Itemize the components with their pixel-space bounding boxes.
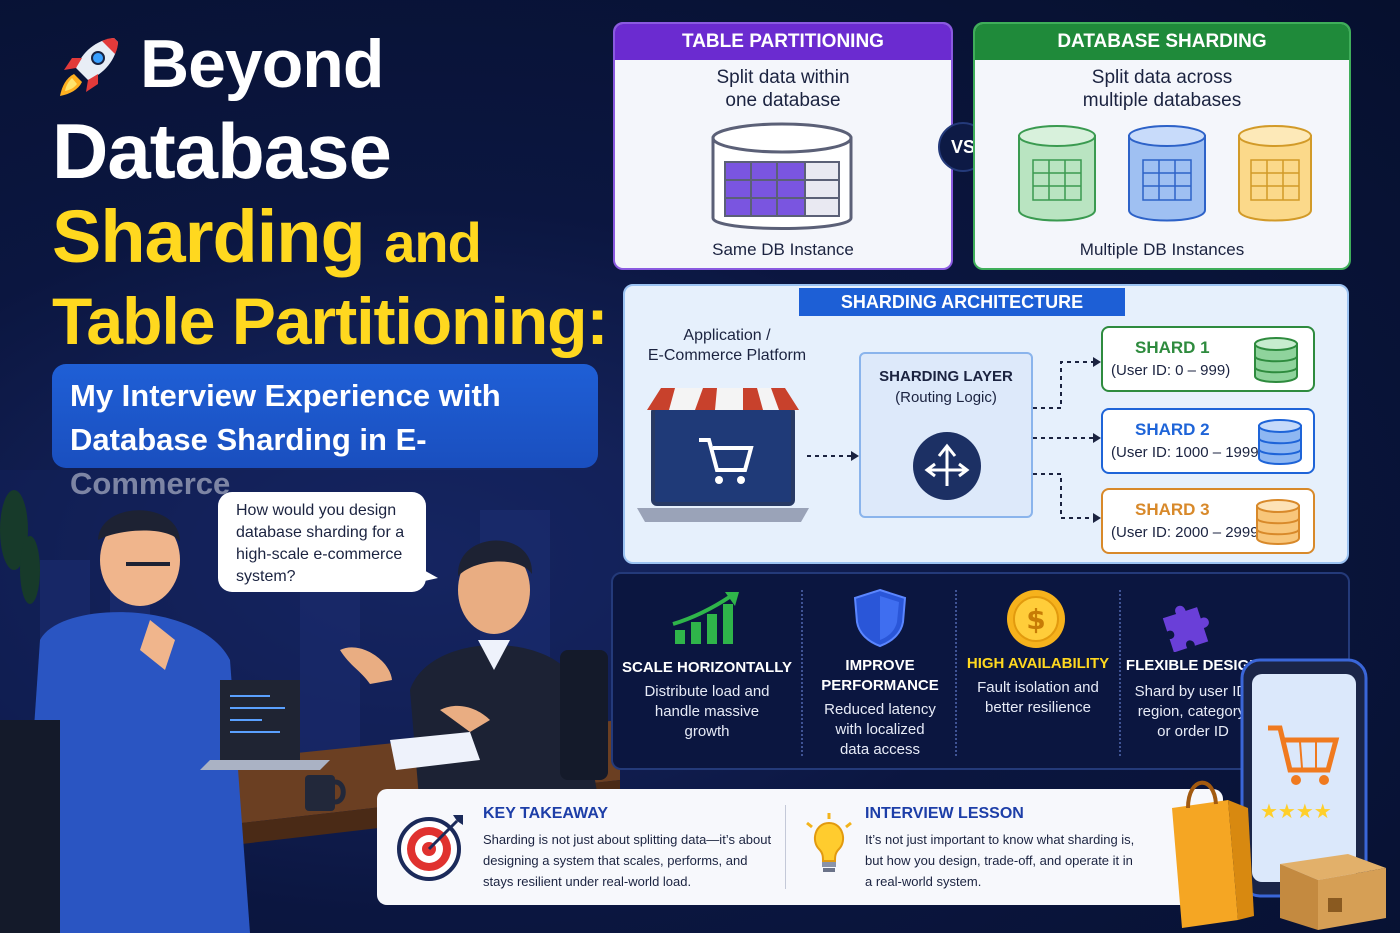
database-sharding-desc-1: Split data across bbox=[1091, 67, 1233, 88]
green-database-icon bbox=[1254, 337, 1298, 383]
benefit-2-desc-2: with localized bbox=[835, 721, 925, 738]
benefit-2-title-1: IMPROVE bbox=[845, 657, 915, 674]
lightbulb-icon bbox=[806, 813, 852, 872]
target-icon bbox=[397, 815, 463, 881]
benefit-1-desc-3: growth bbox=[684, 723, 730, 740]
shield-icon bbox=[853, 588, 907, 648]
takeaway-panel: KEY TAKEAWAY Sharding is not just about … bbox=[377, 789, 1223, 905]
sharding-layer-title: SHARDING LAYER bbox=[879, 368, 1013, 385]
key-takeaway-line-3: stays resilient under real-world load. bbox=[483, 874, 692, 889]
application-label-line-2: E-Commerce Platform bbox=[647, 347, 807, 364]
application-label-line-1: Application / bbox=[683, 327, 771, 344]
benefit-2-title-2: PERFORMANCE bbox=[821, 677, 939, 694]
benefit-scale-horizontally: SCALE HORIZONTALLY Distribute load and h… bbox=[617, 574, 797, 772]
puzzle-icon bbox=[1162, 605, 1209, 652]
architecture-header: SHARDING ARCHITECTURE bbox=[799, 288, 1125, 316]
table-partitioning-panel: TABLE PARTITIONING Split data within one… bbox=[613, 22, 953, 270]
table-partitioning-header: TABLE PARTITIONING bbox=[615, 24, 951, 60]
title-and: and bbox=[384, 211, 482, 274]
multiple-databases-icon bbox=[1018, 125, 1312, 222]
benefit-4-desc-3: or order ID bbox=[1157, 723, 1229, 740]
benefit-3-title: HIGH AVAILABILITY bbox=[966, 655, 1110, 672]
benefit-4-title: FLEXIBLE DESIGN bbox=[1125, 657, 1261, 674]
routing-icon bbox=[913, 432, 981, 500]
rocket-icon bbox=[60, 38, 118, 96]
benefit-2-desc-3: data access bbox=[839, 741, 921, 758]
benefit-improve-performance: IMPROVE PERFORMANCE Reduced latency with… bbox=[805, 574, 955, 772]
subtitle-banner: My Interview Experience with Database Sh… bbox=[52, 364, 598, 501]
shard-1-name: SHARD 1 bbox=[1135, 338, 1210, 357]
interview-lesson-line-2: but how you design, trade-off, and opera… bbox=[865, 853, 1133, 868]
partitioned-database-icon bbox=[711, 122, 853, 230]
title-line-2: Database bbox=[52, 107, 392, 195]
benefit-2-desc-1: Reduced latency bbox=[824, 701, 936, 718]
database-sharding-panel: DATABASE SHARDING Split data across mult… bbox=[973, 22, 1351, 270]
title-line-1: Beyond bbox=[140, 26, 384, 102]
sharding-layer-subtitle: (Routing Logic) bbox=[895, 389, 997, 406]
svg-text:★★★★: ★★★★ bbox=[1260, 799, 1332, 823]
interview-lesson-title: INTERVIEW LESSON bbox=[865, 805, 1024, 822]
flow-arrows bbox=[807, 357, 1101, 523]
interview-lesson-line-3: a real-world system. bbox=[865, 874, 982, 889]
shard-3-range: (User ID: 2000 – 2999) bbox=[1111, 524, 1264, 541]
table-partitioning-desc-2: one database bbox=[725, 90, 841, 111]
table-partitioning-footer: Same DB Instance bbox=[712, 240, 854, 259]
shard-2-name: SHARD 2 bbox=[1135, 420, 1210, 439]
key-takeaway-line-1: Sharding is not just about splitting dat… bbox=[483, 832, 772, 847]
sharding-architecture-panel: SHARDING ARCHITECTURE Application / E-Co… bbox=[623, 284, 1349, 564]
benefits-panel: SCALE HORIZONTALLY Distribute load and h… bbox=[611, 572, 1350, 770]
shopping-phone-illustration: ★★★★ bbox=[1172, 658, 1386, 930]
shard-3-name: SHARD 3 bbox=[1135, 500, 1210, 519]
ecommerce-laptop-icon bbox=[637, 388, 809, 522]
key-takeaway-line-2: designing a system that scales, performs… bbox=[483, 853, 748, 868]
benefit-flexible-design: FLEXIBLE DESIGN Shard by user ID, region… bbox=[1123, 574, 1263, 772]
benefit-1-desc-1: Distribute load and bbox=[644, 683, 770, 700]
sharding-layer-box: SHARDING LAYER (Routing Logic) bbox=[859, 352, 1033, 518]
benefit-divider bbox=[955, 590, 957, 756]
benefit-divider bbox=[801, 590, 803, 756]
benefit-divider bbox=[1119, 590, 1121, 756]
table-partitioning-desc-1: Split data within bbox=[716, 67, 850, 88]
database-sharding-header: DATABASE SHARDING bbox=[975, 24, 1349, 60]
svg-text:$: $ bbox=[1026, 603, 1045, 636]
shard-2-range: (User ID: 1000 – 1999) bbox=[1111, 444, 1264, 461]
benefit-high-availability: $ HIGH AVAILABILITY Fault isolation and … bbox=[959, 574, 1117, 772]
benefit-1-desc-2: handle massive bbox=[654, 703, 760, 720]
shard-1-box: SHARD 1 (User ID: 0 – 999) bbox=[1101, 326, 1315, 392]
key-takeaway-title: KEY TAKEAWAY bbox=[483, 805, 609, 822]
benefit-1-title: SCALE HORIZONTALLY bbox=[621, 659, 792, 676]
benefit-3-desc-2: better resilience bbox=[985, 699, 1091, 716]
interview-lesson-line-1: It’s not just important to know what sha… bbox=[865, 832, 1135, 847]
title-line-4: Table Partitioning: bbox=[52, 284, 608, 358]
growth-chart-icon bbox=[672, 592, 739, 644]
dollar-coin-icon: $ bbox=[1007, 590, 1065, 648]
database-sharding-desc-2: multiple databases bbox=[1082, 90, 1242, 111]
blue-database-icon bbox=[1258, 419, 1302, 465]
application-label: Application / E-Commerce Platform bbox=[625, 326, 829, 366]
benefit-3-desc-1: Fault isolation and bbox=[977, 679, 1099, 696]
shard-1-range: (User ID: 0 – 999) bbox=[1111, 362, 1231, 379]
orange-database-icon bbox=[1256, 499, 1300, 545]
takeaway-divider bbox=[785, 805, 786, 889]
benefit-4-desc-1: Shard by user ID, bbox=[1134, 683, 1252, 700]
title-sharding: Sharding bbox=[52, 195, 366, 278]
database-sharding-footer: Multiple DB Instances bbox=[1079, 240, 1245, 259]
interviewer-speech-bubble: How would you design database sharding f… bbox=[218, 492, 438, 592]
title-line-3: Sharding and bbox=[52, 200, 482, 274]
shard-2-box: SHARD 2 (User ID: 1000 – 1999) bbox=[1101, 408, 1315, 474]
shard-3-box: SHARD 3 (User ID: 2000 – 2999) bbox=[1101, 488, 1315, 554]
benefit-4-desc-2: region, category, bbox=[1137, 703, 1249, 720]
